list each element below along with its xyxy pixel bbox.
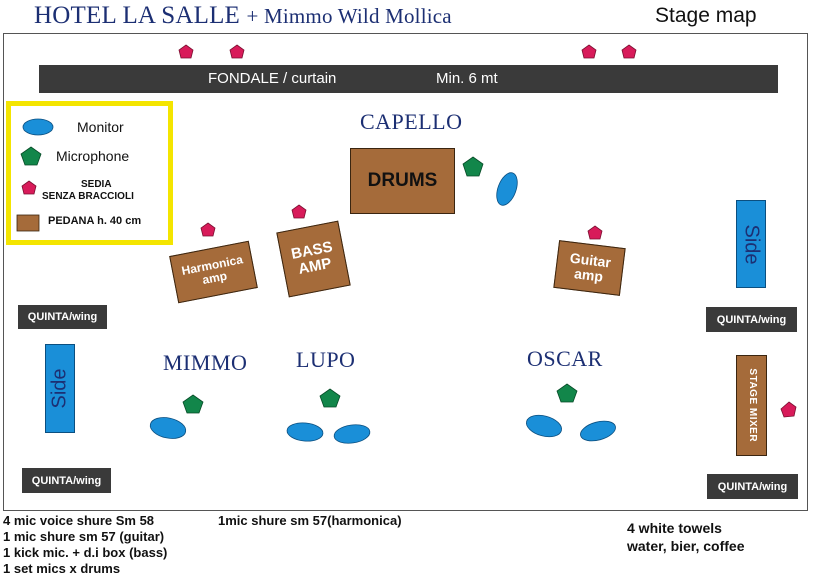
monitor-icon xyxy=(496,172,518,206)
monitor-icon xyxy=(286,422,324,442)
chair-icon xyxy=(780,401,797,418)
monitor-icon xyxy=(526,414,562,438)
note-line: water, bier, coffee xyxy=(627,538,745,554)
note-line: 4 mic voice shure Sm 58 xyxy=(3,513,155,528)
legend-platform-label: PEDANA h. 40 cm xyxy=(48,215,142,227)
side-fill-right: Side xyxy=(736,200,766,288)
note-line: 4 white towels xyxy=(627,520,722,536)
chair-icon xyxy=(621,44,637,59)
microphone-icon xyxy=(462,156,484,177)
curtain-label: FONDALE / curtain xyxy=(208,70,337,87)
wing-label: QUINTA/wing xyxy=(27,311,98,323)
side-fill-left: Side xyxy=(45,344,75,433)
wing-label: QUINTA/wing xyxy=(717,480,788,493)
wing-left-bottom: QUINTA/wing xyxy=(22,468,111,493)
stage-mixer-label: STAGE MIXER xyxy=(746,368,758,443)
stage-mixer: STAGE MIXER xyxy=(736,355,767,456)
wing-label: QUINTA/wing xyxy=(31,474,102,487)
curtain-bar: FONDALE / curtain Min. 6 mt xyxy=(39,65,778,93)
name-oscar: OSCAR xyxy=(527,346,603,371)
note-line: 1 mic shure sm 57 (guitar) xyxy=(3,529,165,544)
hospitality-notes: 4 white towels water, bier, coffee xyxy=(627,519,745,555)
guitar-amp-label-line2: amp xyxy=(573,265,604,285)
chair-icon xyxy=(291,204,307,219)
chair-icon xyxy=(229,44,245,59)
microphone-icon xyxy=(182,394,204,414)
monitor-icon xyxy=(22,118,54,136)
equipment-notes-left: 4 mic voice shure Sm 58 1 mic shure sm 5… xyxy=(3,513,167,577)
title-sub: + Mimmo Wild Mollica xyxy=(246,4,452,28)
curtain-min-length: Min. 6 mt xyxy=(436,70,498,87)
legend-symbols xyxy=(16,118,54,232)
legend-chair-label-line2: SENZA BRACCIOLI xyxy=(42,191,134,202)
stage-map-label: Stage map xyxy=(655,4,757,27)
platform-swatch xyxy=(16,214,40,232)
page-title: HOTEL LA SALLE + Mimmo Wild Mollica xyxy=(34,2,452,30)
guitar-amp: Guitar amp xyxy=(553,240,626,296)
drums-platform: DRUMS xyxy=(350,148,455,214)
chair-icon xyxy=(587,225,603,240)
note-line: 1 kick mic. + d.i box (bass) xyxy=(3,545,168,560)
chair-icon xyxy=(21,180,37,195)
name-capello: CAPELLO xyxy=(360,109,463,134)
name-mimmo: MIMMO xyxy=(163,350,248,375)
microphone-icon xyxy=(319,388,341,408)
legend-box: Monitor Microphone SEDIA SENZA BRACCIOLI… xyxy=(6,101,173,245)
legend-chair-label-line1: SEDIA xyxy=(81,179,112,190)
side-label: Side xyxy=(48,368,71,409)
note-line: 1 set mics x drums xyxy=(3,561,121,576)
chair-icon xyxy=(581,44,597,59)
microphone-icon xyxy=(20,146,42,166)
equipment-note-middle: 1mic shure sm 57(harmonica) xyxy=(218,513,402,528)
drums-label: DRUMS xyxy=(367,170,438,192)
monitor-icon xyxy=(580,420,616,442)
legend-monitor-label: Monitor xyxy=(77,119,124,135)
side-label: Side xyxy=(740,223,763,265)
wing-right-top: QUINTA/wing xyxy=(706,307,797,332)
legend-microphone-label: Microphone xyxy=(56,148,130,164)
monitor-icon xyxy=(333,424,371,444)
wing-label: QUINTA/wing xyxy=(716,313,787,326)
title-main: HOTEL LA SALLE xyxy=(34,2,241,29)
stage-outline xyxy=(3,33,808,511)
wing-left-top: QUINTA/wing xyxy=(18,305,107,329)
chair-icon xyxy=(200,222,216,237)
name-lupo: LUPO xyxy=(296,347,356,372)
monitor-icon xyxy=(149,417,187,439)
bass-amp: BASS AMP xyxy=(276,220,351,298)
wing-right-bottom: QUINTA/wing xyxy=(707,474,798,499)
chair-icon xyxy=(178,44,194,59)
microphone-icon xyxy=(556,383,578,403)
